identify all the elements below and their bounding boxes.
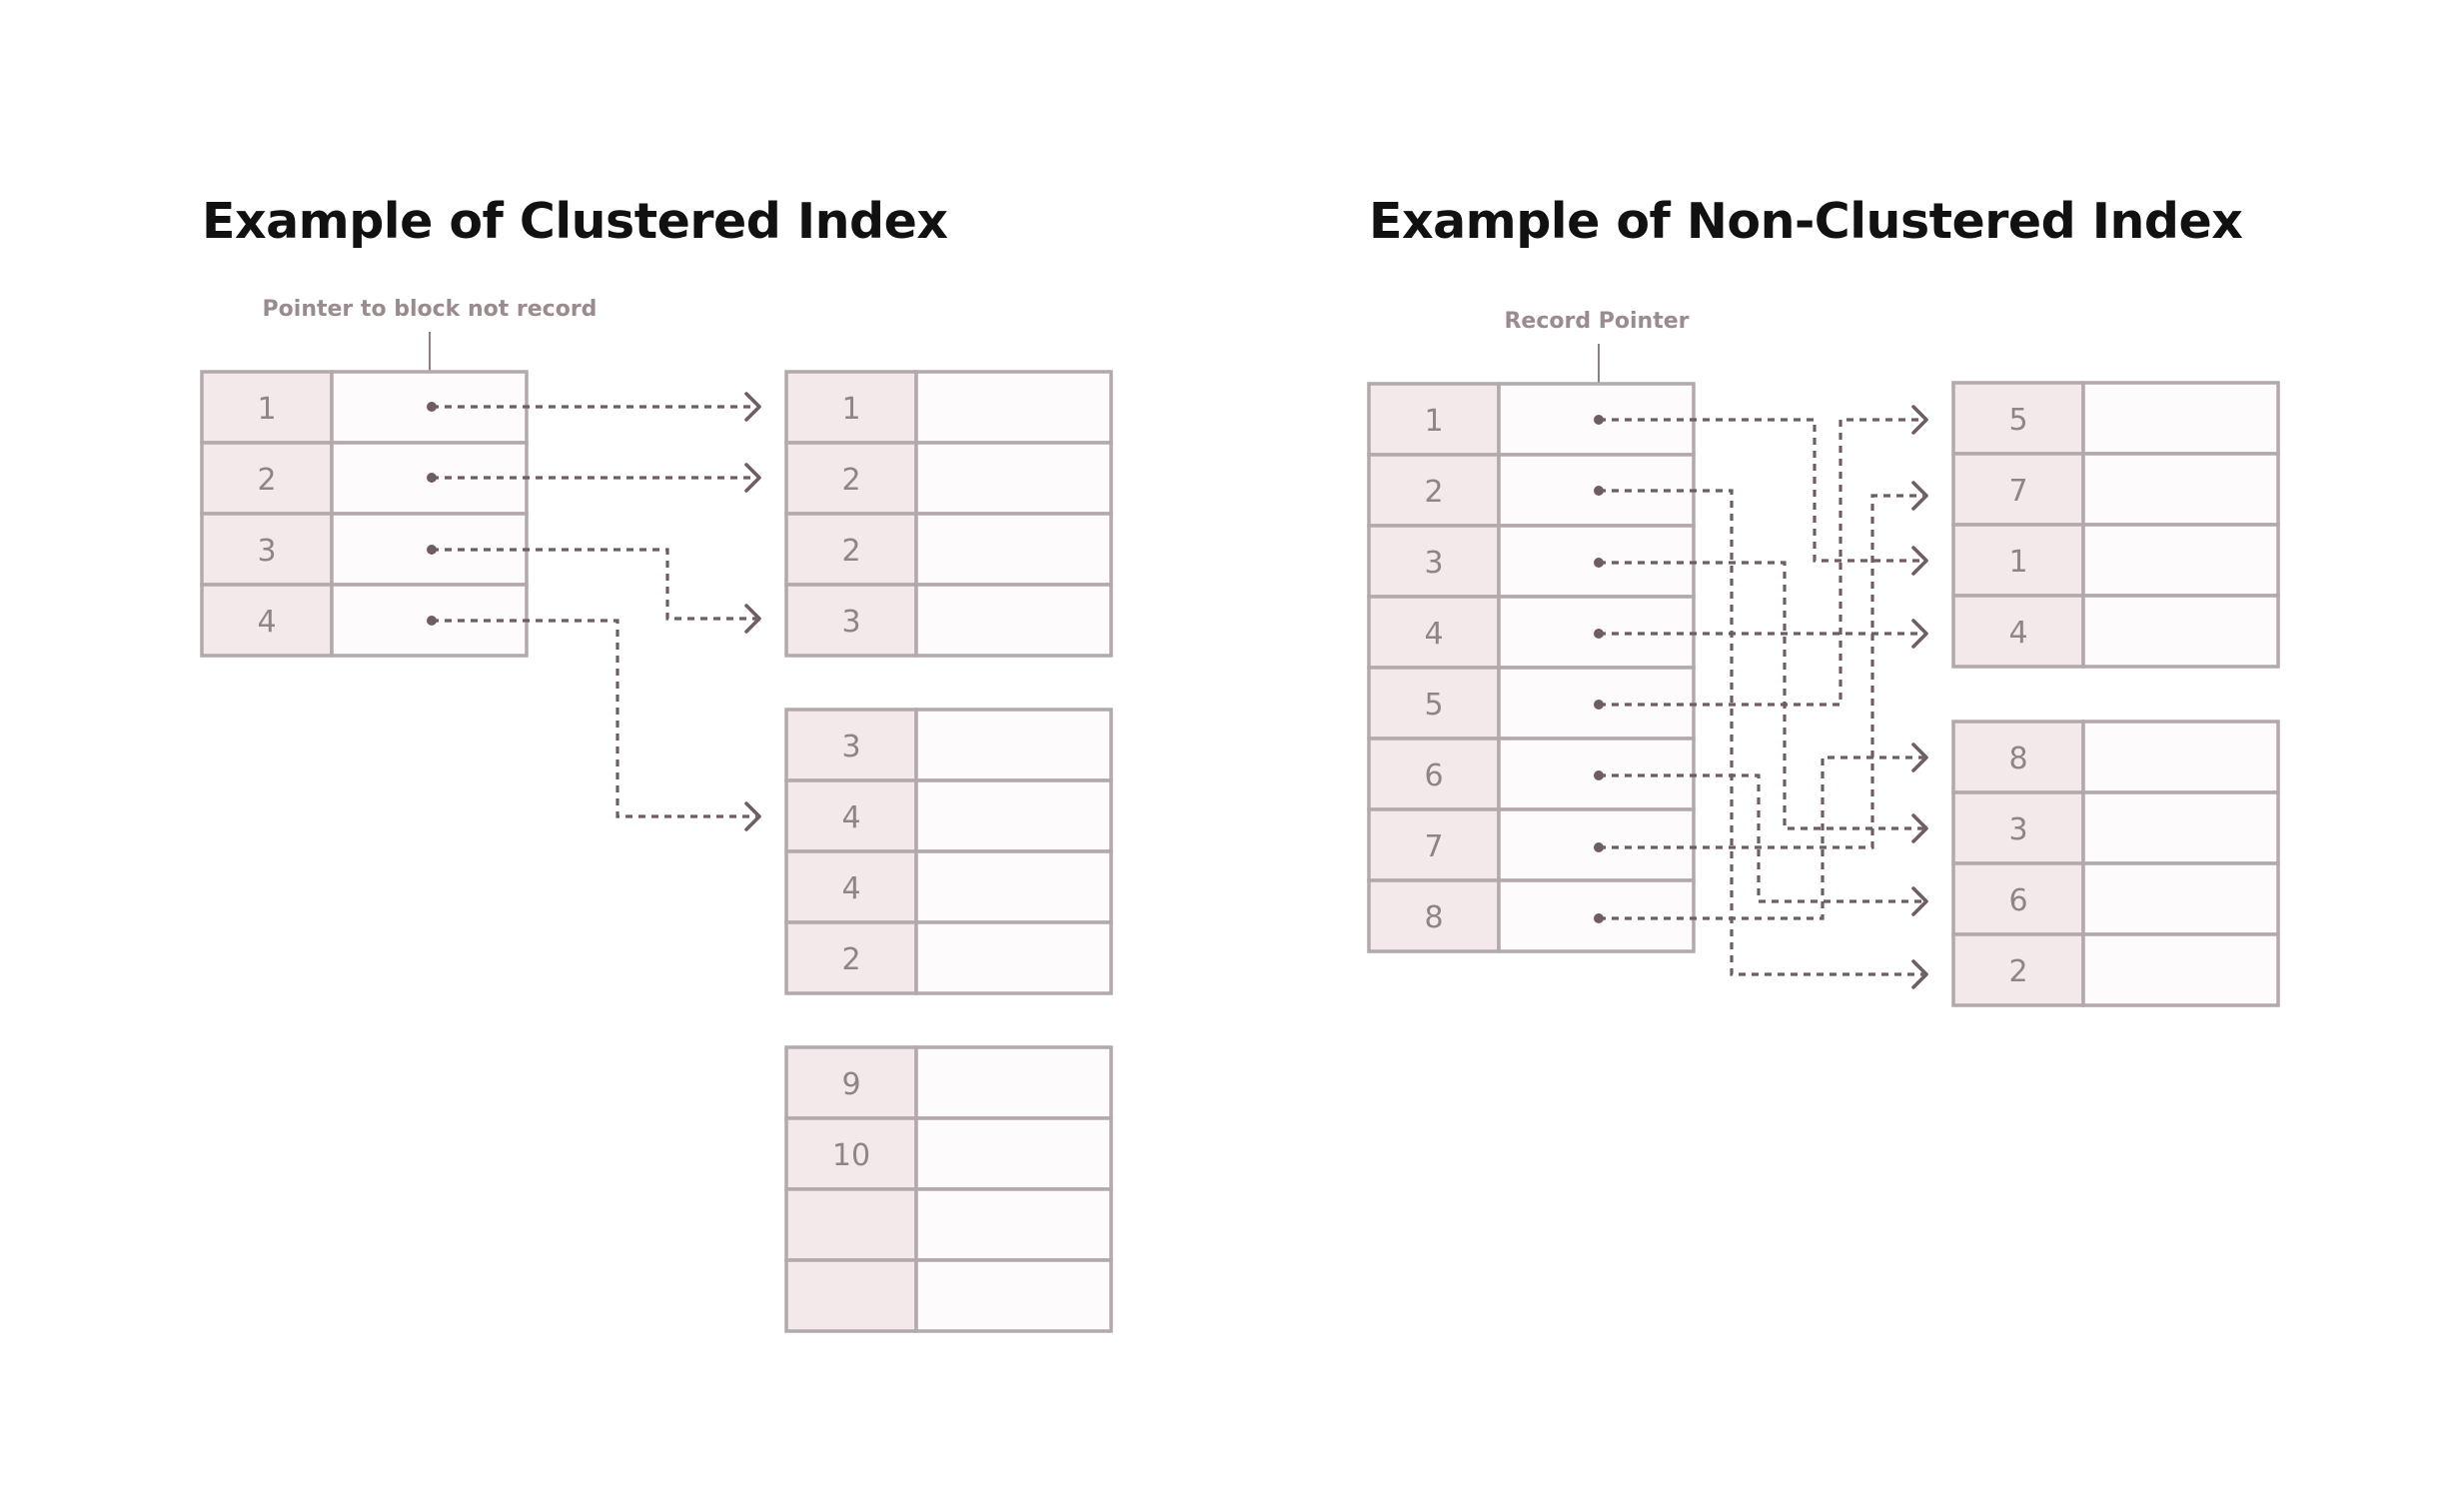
index-key: 8 [1424, 900, 1443, 935]
block-key: 2 [841, 534, 860, 569]
block-key: 3 [2008, 812, 2027, 847]
index-key: 6 [1424, 758, 1443, 793]
block-key: 2 [841, 942, 860, 977]
index-row: 1 [200, 370, 529, 445]
block-key: 2 [841, 463, 860, 498]
block-key: 4 [841, 800, 860, 835]
block-key: 8 [2008, 742, 2027, 776]
clustered-annotation: Pointer to block not record [263, 297, 598, 322]
index-key: 3 [1424, 546, 1443, 581]
index-key: 1 [257, 392, 276, 427]
clustered-section: Example of Clustered Index Pointer to bl… [200, 193, 1113, 1333]
clustered-data-block-1: 1 2 2 3 [784, 370, 1113, 658]
pointer-arrow [427, 392, 761, 422]
pointer-arrow [427, 463, 761, 493]
pointer-arrow [427, 545, 761, 634]
index-key: 4 [257, 605, 276, 640]
pointer-arrow [1594, 743, 1928, 923]
nonclustered-section: Example of Non-Clustered Index Record Po… [1367, 193, 2280, 1007]
block-key: 9 [841, 1067, 860, 1102]
index-key: 5 [1424, 688, 1443, 723]
pointer-arrow [1594, 415, 1928, 576]
block-key: 7 [2008, 474, 2027, 509]
index-key: 2 [257, 463, 276, 498]
pointer-arrow [1594, 770, 1928, 916]
index-key: 4 [1424, 617, 1443, 652]
clustered-title: Example of Clustered Index [202, 193, 947, 250]
pointer-arrow [1594, 405, 1928, 710]
clustered-pointers [427, 392, 761, 831]
nonclustered-annotation: Record Pointer [1504, 309, 1689, 334]
nonclustered-data-block-1: 5 7 1 4 [1951, 381, 2280, 669]
block-key: 6 [2008, 883, 2027, 918]
index-row: 4 [200, 583, 529, 658]
block-key: 10 [832, 1138, 870, 1173]
pointer-arrow [1594, 481, 1928, 852]
clustered-index-table: 1 2 3 4 [200, 370, 529, 658]
index-key: 7 [1424, 829, 1443, 864]
clustered-data-block-3: 9 10 [784, 1045, 1113, 1333]
nonclustered-index-table: 1 2 3 4 5 6 7 8 [1367, 382, 1696, 953]
index-key: 2 [1424, 475, 1443, 510]
block-key: 3 [841, 605, 860, 640]
nonclustered-data-block-2: 8 3 6 2 [1951, 720, 2280, 1007]
block-key: 1 [841, 392, 860, 427]
block-key: 1 [2008, 545, 2027, 580]
block-key: 3 [841, 730, 860, 764]
index-key: 3 [257, 534, 276, 569]
pointer-arrow [427, 616, 761, 831]
block-key: 4 [841, 871, 860, 906]
block-key: 4 [2008, 616, 2027, 651]
pointer-arrow [1594, 558, 1928, 843]
nonclustered-title: Example of Non-Clustered Index [1369, 193, 2242, 250]
index-key: 1 [1424, 404, 1443, 439]
index-row: 3 [200, 512, 529, 587]
block-key: 2 [2008, 954, 2027, 989]
nonclustered-pointers [1594, 405, 1928, 989]
block-key: 5 [2008, 403, 2027, 438]
pointer-arrow [1594, 619, 1928, 649]
index-row: 2 [200, 441, 529, 516]
clustered-data-block-2: 3 4 4 2 [784, 708, 1113, 995]
pointer-arrow [1594, 486, 1928, 989]
